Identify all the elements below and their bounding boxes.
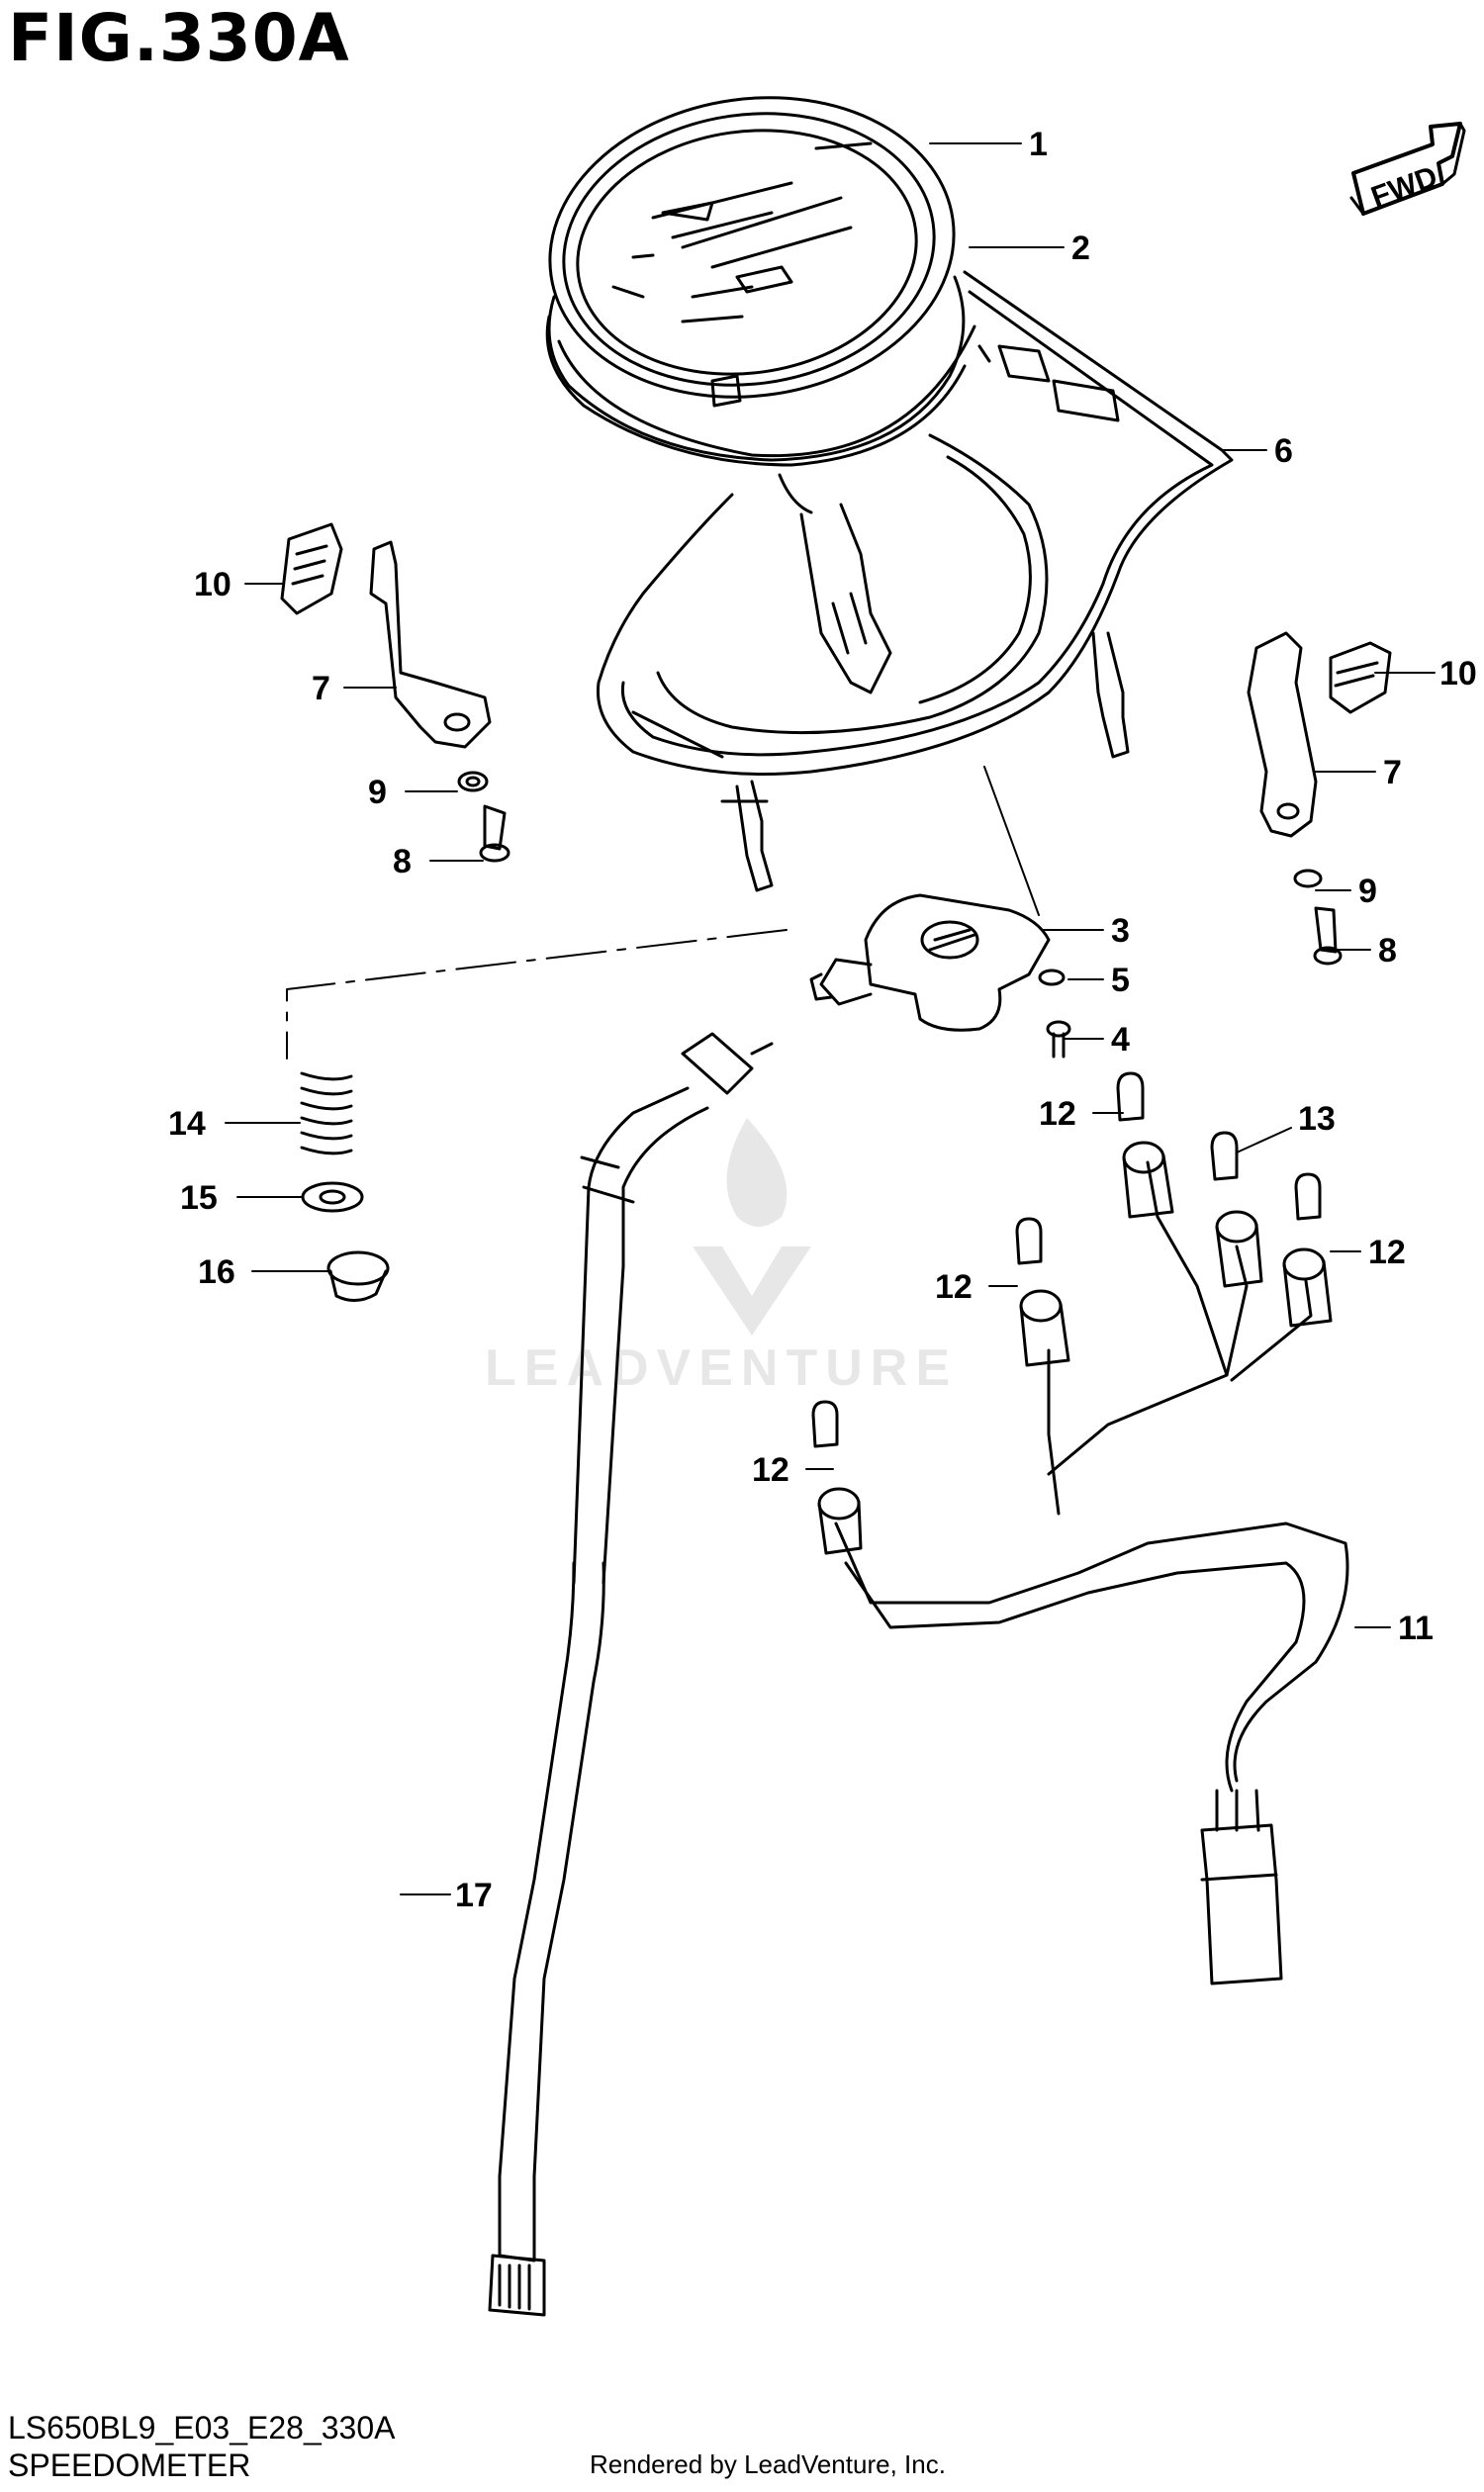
- callout-10-right: 10: [1439, 655, 1477, 692]
- speedometer-cable: [488, 1032, 774, 2317]
- callout-8-left: 8: [393, 843, 412, 880]
- callout-17: 17: [455, 1877, 493, 1914]
- fwd-arrow-icon: FWD: [1349, 122, 1466, 216]
- callout-10-left: 10: [194, 566, 232, 603]
- callout-labels: 1 2 3 4 5 6 7 7 8 8 9 9 10 10 11 12 12 1…: [168, 126, 1477, 1914]
- flame-icon: [726, 1118, 788, 1227]
- right-bracket-hardware: [1247, 631, 1392, 966]
- callout-7-right: 7: [1383, 754, 1402, 791]
- callout-5: 5: [1111, 962, 1130, 999]
- diagram-name: SPEEDOMETER: [8, 2447, 251, 2483]
- callout-3: 3: [1111, 912, 1130, 950]
- wiring-harness: [811, 1071, 1349, 1985]
- callout-9-left: 9: [368, 774, 387, 811]
- callout-12-d: 12: [752, 1451, 789, 1489]
- callout-12-a: 12: [1039, 1095, 1076, 1133]
- callout-15: 15: [180, 1179, 218, 1217]
- speedometer-assembly: [545, 96, 976, 694]
- callout-7-left: 7: [312, 670, 330, 707]
- callout-leaders: [225, 142, 1436, 1895]
- rendered-by-credit: Rendered by LeadVenture, Inc.: [590, 2449, 946, 2479]
- watermark: LEADVENTURE: [485, 1118, 958, 1397]
- callout-2: 2: [1071, 230, 1090, 267]
- callout-12-b: 12: [1368, 1234, 1406, 1271]
- callout-11: 11: [1398, 1610, 1434, 1647]
- assembly-reference-line: [286, 766, 1040, 1060]
- diagram-code: LS650BL9_E03_E28_330A: [8, 2410, 396, 2446]
- screw-and-washer-gearbox: [1038, 969, 1071, 1059]
- leadventure-logo-icon: [693, 1246, 811, 1336]
- callout-9-right: 9: [1358, 873, 1377, 910]
- left-bracket-hardware: [280, 522, 510, 863]
- callout-12-c: 12: [935, 1268, 973, 1306]
- meter-case: [596, 270, 1234, 892]
- callout-4: 4: [1111, 1021, 1130, 1059]
- speedometer-gearbox: [809, 893, 1051, 1032]
- callout-1: 1: [1029, 126, 1048, 163]
- callout-16: 16: [198, 1253, 235, 1291]
- figure-title: FIG.330A: [8, 0, 350, 76]
- callout-8-right: 8: [1378, 932, 1397, 969]
- callout-14: 14: [168, 1105, 206, 1143]
- callout-13: 13: [1298, 1100, 1336, 1138]
- watermark-text: LEADVENTURE: [485, 1339, 958, 1397]
- callout-6: 6: [1274, 432, 1293, 470]
- spring-washer-grommet: [300, 1071, 390, 1302]
